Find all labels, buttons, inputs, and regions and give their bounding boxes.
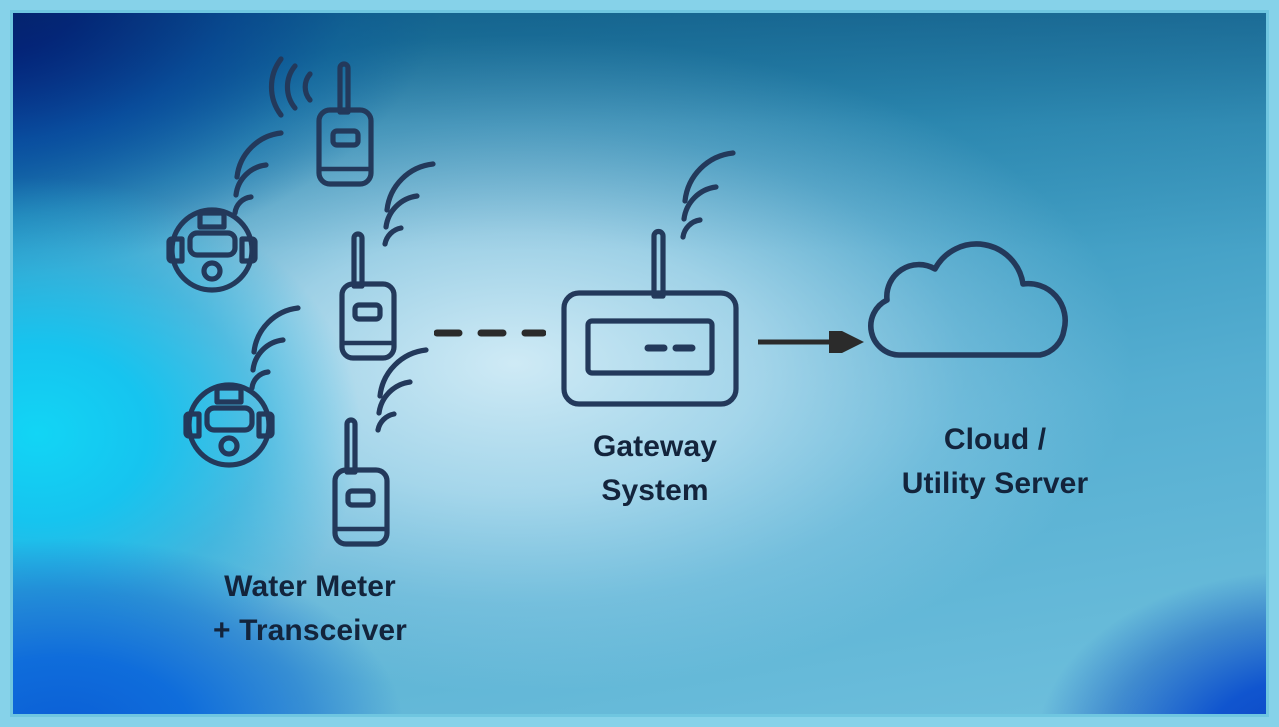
- wifi-arcs-icon: [249, 305, 301, 391]
- transceiver-display: [352, 302, 383, 322]
- meter-top-nub: [214, 385, 244, 405]
- transceiver-display: [345, 488, 376, 508]
- gateway-antenna: [651, 228, 666, 299]
- gateway-body: [561, 290, 739, 407]
- meter-right-flange: [256, 411, 275, 439]
- transceiver-icon-3: [325, 347, 455, 547]
- water-meter-label: Water Meter + Transceiver: [213, 570, 407, 647]
- gateway-screen: [585, 318, 715, 376]
- meter-dial: [218, 435, 240, 457]
- background-blue-bottom-right: [12, 12, 1267, 715]
- transceiver-antenna: [351, 231, 365, 289]
- transceiver-body: [339, 281, 397, 361]
- transceiver-antenna: [344, 417, 358, 475]
- water-meter-icon-1: [155, 130, 305, 305]
- meter-body-circle: [186, 382, 272, 468]
- background-top-shade: [12, 12, 1267, 715]
- gateway-label: Gateway System: [592, 430, 718, 507]
- background-gradient: [12, 12, 1267, 715]
- meter-left-flange: [183, 411, 202, 439]
- meter-dial: [201, 260, 223, 282]
- transceiver-body: [316, 107, 374, 187]
- wifi-arcs-icon: [382, 161, 436, 247]
- cloud-label: Cloud / Utility Server: [901, 423, 1089, 500]
- water-meter-icon-2: [172, 305, 322, 480]
- transceiver-antenna: [337, 61, 351, 115]
- wifi-arcs-icon: [680, 150, 736, 240]
- meter-display: [187, 230, 238, 258]
- wifi-arcs-icon: [232, 130, 284, 216]
- connector-transceiver-to-gateway: [434, 329, 546, 337]
- transceiver-icon-1: [262, 52, 392, 197]
- connector-gateway-to-cloud: [758, 331, 864, 353]
- wifi-arcs-left-icon: [268, 56, 313, 118]
- meter-right-flange: [239, 236, 258, 264]
- cloud-outline: [868, 241, 1068, 358]
- meter-top-nub: [197, 210, 227, 230]
- transceiver-icon-2: [330, 161, 460, 362]
- meter-display: [204, 405, 255, 433]
- wifi-arcs-icon: [375, 347, 429, 433]
- transceiver-display: [330, 128, 361, 148]
- transceiver-body: [332, 467, 390, 547]
- meter-body-circle: [169, 207, 255, 293]
- meter-left-flange: [166, 236, 185, 264]
- cloud-icon: [862, 208, 1107, 368]
- gateway-icon: [550, 150, 750, 410]
